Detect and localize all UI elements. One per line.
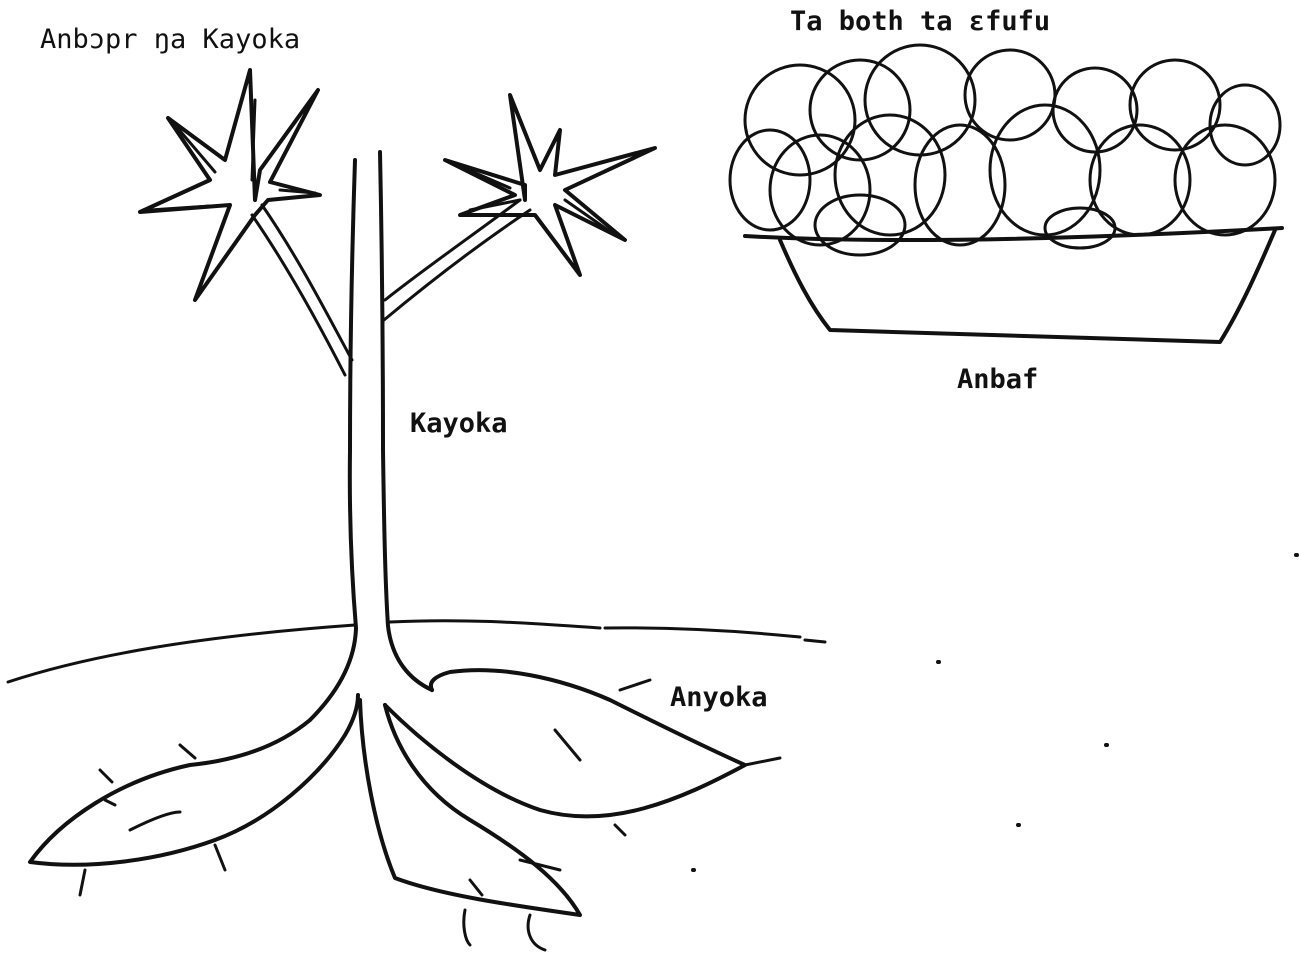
- fufu-basket: [730, 45, 1282, 342]
- fufu-ball: [1130, 60, 1220, 150]
- fufu-ball: [835, 115, 945, 235]
- left-branch: [252, 205, 352, 375]
- basket-label: Anbaf: [957, 366, 1038, 393]
- tuber-left-detail: [80, 745, 225, 895]
- left-leaf: [140, 70, 320, 300]
- left-leaf-inner: [150, 100, 315, 210]
- main-stem-left: [310, 160, 356, 720]
- basket-body: [780, 230, 1275, 342]
- fufu-ball: [1045, 208, 1115, 248]
- fufu-ball: [865, 45, 975, 155]
- tuber-center: [360, 700, 580, 915]
- cassava-plant: [8, 70, 825, 950]
- plant-title: Anbɔpr ŋa Kayoka: [40, 26, 300, 53]
- roots-label: Anyoka: [670, 684, 768, 711]
- fufu-ball: [965, 50, 1055, 140]
- basket-title: Ta both ta ɛfufu: [790, 8, 1050, 35]
- tuber-left: [30, 695, 358, 865]
- fufu-ball: [810, 60, 910, 160]
- fufu-ball: [770, 135, 870, 245]
- ground-line: [8, 621, 825, 682]
- stem-label: Kayoka: [410, 410, 508, 437]
- specks: [693, 555, 1297, 870]
- right-branch: [384, 200, 530, 320]
